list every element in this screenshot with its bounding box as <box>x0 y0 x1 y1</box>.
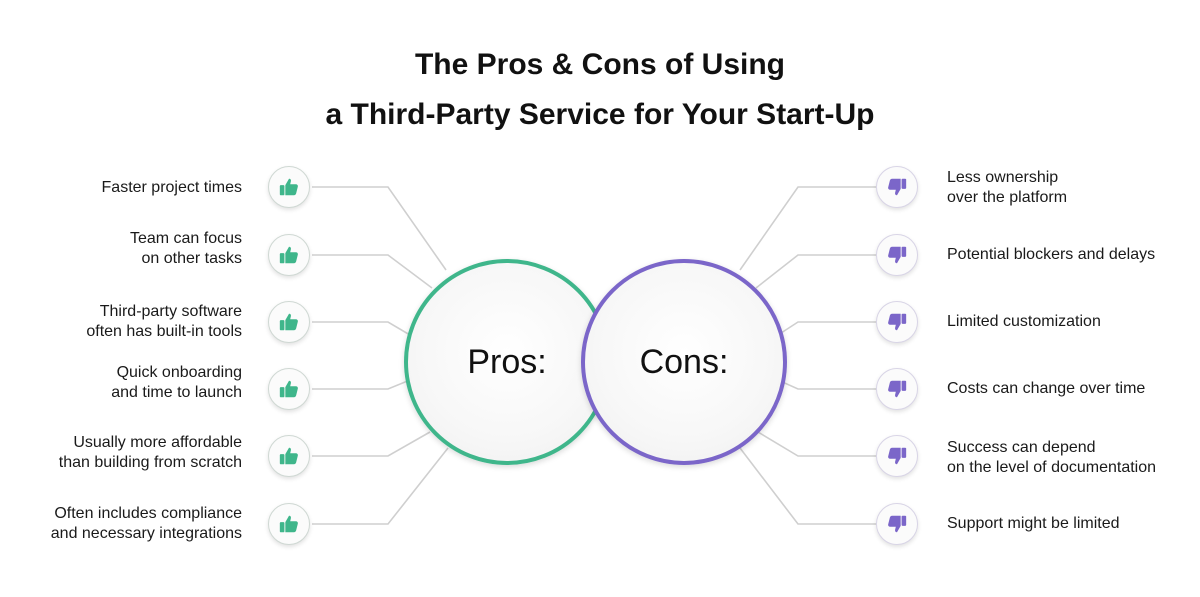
thumbs-up-icon <box>268 435 310 477</box>
pro-item-5-text: Usually more affordable than building fr… <box>58 434 242 471</box>
thumbs-up-icon <box>268 368 310 410</box>
connector-con-1 <box>739 186 876 271</box>
pro-item-4-text: Quick onboarding and time to launch <box>111 364 242 401</box>
connector-pro-3 <box>312 321 411 336</box>
title-line-1: The Pros & Cons of Using <box>414 48 786 81</box>
cons-circle: Cons: <box>581 259 787 465</box>
connector-pro-1 <box>312 186 447 271</box>
con-item-6-text: Support might be limited <box>947 515 1120 532</box>
con-item-1-text: Less ownership over the platform <box>947 169 1068 206</box>
pro-item-2-text: Team can focus on other tasks <box>129 230 242 267</box>
thumbs-down-icon <box>876 368 918 410</box>
connector-pro-5 <box>312 431 431 457</box>
connector-con-3 <box>777 321 876 336</box>
thumbs-down-icon <box>876 301 918 343</box>
thumbs-down-icon <box>876 234 918 276</box>
thumbs-up-icon <box>268 234 310 276</box>
connector-pro-2 <box>312 254 433 289</box>
diagram-title: The Pros & Cons of Using a Third-Party S… <box>0 40 1200 140</box>
con-item-4-text: Costs can change over time <box>947 380 1146 397</box>
connector-con-2 <box>755 254 876 289</box>
pro-item-1-text: Faster project times <box>101 179 242 196</box>
thumbs-down-icon <box>876 435 918 477</box>
connector-pro-6 <box>312 447 449 525</box>
thumbs-up-icon <box>268 503 310 545</box>
con-item-3-text: Limited customization <box>947 313 1101 330</box>
thumbs-down-icon <box>876 503 918 545</box>
title-line-2: a Third-Party Service for Your Start-Up <box>325 98 875 131</box>
pro-item-3-text: Third-party software often has built-in … <box>86 303 242 340</box>
pros-circle: Pros: <box>404 259 610 465</box>
pros-label: Pros: <box>467 342 547 381</box>
thumbs-up-icon <box>268 166 310 208</box>
con-item-5-text: Success can depend on the level of docum… <box>947 439 1157 476</box>
connector-con-5 <box>757 431 876 457</box>
connector-con-6 <box>739 447 876 525</box>
connector-pro-4 <box>312 379 411 390</box>
thumbs-down-icon <box>876 166 918 208</box>
thumbs-up-icon <box>268 301 310 343</box>
con-item-2-text: Potential blockers and delays <box>947 246 1156 263</box>
pro-item-6-text: Often includes compliance and necessary … <box>50 505 242 542</box>
connector-con-4 <box>777 379 876 390</box>
cons-label: Cons: <box>639 342 729 381</box>
